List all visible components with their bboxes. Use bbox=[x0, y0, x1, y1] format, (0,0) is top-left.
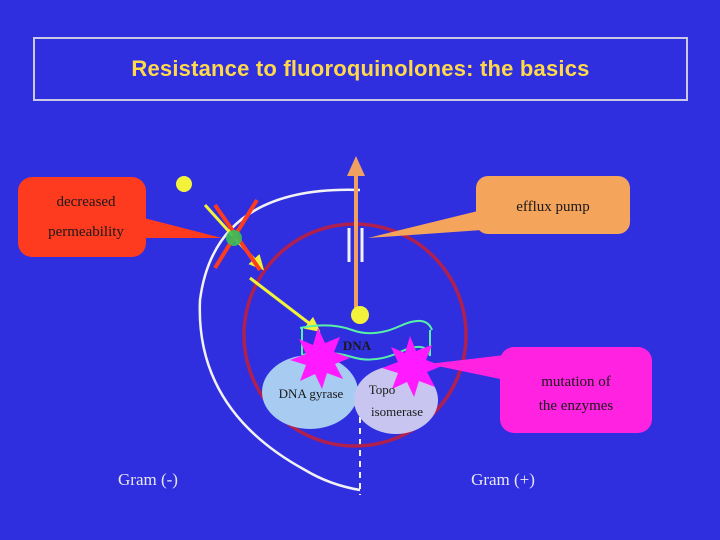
gram-negative-label: Gram (-) bbox=[118, 470, 178, 489]
quinolone-molecule-icon bbox=[351, 306, 369, 324]
mutation-callout: mutation of the enzymes bbox=[428, 347, 652, 433]
quinolone-molecule-icon bbox=[176, 176, 192, 192]
efflux-channel-icon bbox=[347, 228, 364, 262]
mutation-star-icon bbox=[382, 336, 442, 397]
decreased-permeability-line2: permeability bbox=[48, 224, 124, 240]
mutation-line2: the enzymes bbox=[539, 398, 614, 414]
decreased-permeability-callout: decreased permeability bbox=[18, 177, 222, 257]
cell-wall-arc bbox=[198, 188, 361, 492]
decreased-permeability-line1: decreased bbox=[56, 194, 116, 210]
efflux-arrowhead bbox=[347, 156, 365, 176]
cross-mark-icon bbox=[213, 198, 262, 272]
topoisomerase-label-line2: isomerase bbox=[371, 404, 423, 419]
mutation-star-icon bbox=[290, 328, 350, 389]
dna-label: DNA bbox=[343, 338, 372, 353]
gram-positive-label: Gram (+) bbox=[471, 470, 535, 489]
title-box: Resistance to fluoroquinolones: the basi… bbox=[33, 37, 688, 101]
dna-gyrase-label: DNA gyrase bbox=[279, 386, 344, 401]
dna-strand-top bbox=[299, 319, 433, 335]
slide-title: Resistance to fluoroquinolones: the basi… bbox=[131, 56, 590, 81]
topoisomerase-label-line1: Topo bbox=[369, 382, 396, 397]
efflux-pump-label: efflux pump bbox=[516, 199, 589, 215]
mutation-line1: mutation of bbox=[541, 374, 611, 390]
efflux-pump-callout: efflux pump bbox=[368, 176, 630, 238]
entry-arrow-inner bbox=[249, 276, 321, 332]
